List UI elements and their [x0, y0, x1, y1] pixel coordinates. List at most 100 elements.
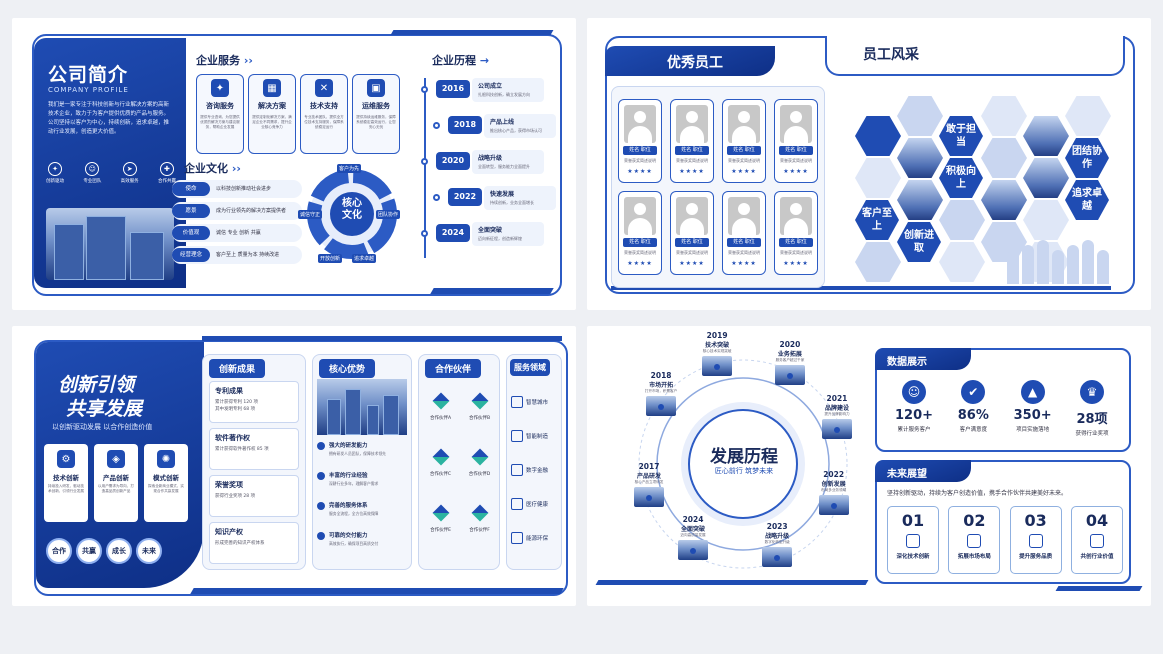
- achievement-line: 其中发明专利 68 项: [215, 407, 256, 412]
- employee-stars: ★★★★: [679, 260, 705, 267]
- stat-item: ♛28项获得行业奖项: [1065, 380, 1119, 437]
- employee-desc: 荣誉获奖简述说明: [728, 250, 760, 255]
- advantage-item: 丰富的行业经验深耕行业多年，理解客户需求: [317, 471, 409, 501]
- service-desc: 专业技术团队，提供全方位技术支持服务，保障系统稳定运行: [304, 115, 344, 129]
- stat-label: 客户满意度: [959, 427, 988, 433]
- history-desc: 全面转型，服务能力全面提升: [478, 164, 530, 169]
- achievement-title: 荣誉奖项: [215, 481, 243, 489]
- section-title: 企业服务 ››: [196, 54, 253, 67]
- growth-chart-icon: ▲: [1020, 380, 1045, 404]
- section-title: 数据展示: [875, 348, 971, 370]
- stat-label: 累计服务客户: [897, 427, 931, 433]
- employee-card: 姓名 职位荣誉获奖简述说明★★★★: [774, 191, 818, 275]
- chart-board-icon: [1028, 534, 1043, 548]
- innovation-card-label: 产品创新: [103, 474, 129, 482]
- history-card: 战略升级全面转型，服务能力全面提升: [472, 150, 544, 174]
- achievement-title: 软件著作权: [215, 434, 250, 442]
- achievements-list: 专利成果累计获得专利 120 项其中发明专利 68 项软件著作权累计获得软件著作…: [209, 381, 299, 569]
- history-card: 全面突破迈向新征程，创造新辉煌: [472, 222, 544, 246]
- building-photo: [46, 208, 174, 280]
- employee-photo-placeholder: [780, 105, 812, 143]
- advantage-title: 强大的研发能力: [329, 443, 368, 449]
- frame: [32, 34, 562, 296]
- domain-label: 智慧城市: [526, 400, 549, 406]
- employee-photo-placeholder: [624, 197, 656, 235]
- history-desc: 持续创新，业务全面增长: [490, 200, 534, 205]
- service-label: 运维服务: [362, 102, 390, 110]
- board-employees: 优秀员工 员工风采 姓名 职位荣誉获奖简述说明★★★★姓名 职位荣誉获奖简述说明…: [587, 18, 1151, 310]
- employee-name: 姓名 职位: [675, 146, 709, 155]
- page-subtitle: COMPANY PROFILE: [48, 86, 129, 94]
- document-icon: [906, 534, 920, 548]
- mini-icon-item: ☺专业团队: [83, 162, 101, 184]
- city-photo: [317, 379, 407, 435]
- partner-diamond-icon: [432, 504, 449, 522]
- page-title: 公司简介: [48, 64, 129, 86]
- milestone-dot: [646, 495, 653, 502]
- employee-stars: ★★★★: [731, 260, 757, 267]
- employee-desc: 荣誉获奖简述说明: [676, 250, 708, 255]
- innovation-card-desc: 探索全新商业模式，实现合作共赢发展: [148, 484, 184, 493]
- network-icon: ✺: [157, 450, 175, 468]
- milestone-desc: 打开市场，积累客户: [644, 388, 678, 393]
- innovation-card-label: 技术创新: [53, 474, 79, 482]
- employee-card: 姓名 职位荣誉获奖简述说明★★★★: [618, 191, 662, 275]
- service-label: 咨询服务: [206, 102, 234, 110]
- milestone-title: 创新发展: [821, 481, 846, 489]
- advantage-title: 丰富的行业经验: [329, 473, 368, 479]
- timeline-dot: [433, 194, 440, 201]
- decor-hex: [981, 222, 1027, 262]
- partner-name: 合作伙伴A: [429, 416, 452, 421]
- decor-hex: [855, 116, 901, 156]
- milestone-desc: 数字化转型升级: [764, 539, 790, 544]
- silhouette: [1082, 240, 1094, 284]
- employee-photo-placeholder: [728, 105, 760, 143]
- headline: 共享发展: [66, 398, 143, 420]
- intro-text: 我们是一家专注于科技创新与行业解决方案的高新技术企业，致力于为客户提供优质的产品…: [48, 102, 170, 135]
- achievement-title: 知识产权: [215, 528, 243, 536]
- bulb-icon: ✦: [48, 162, 62, 176]
- ring-label: 开放创新: [318, 254, 343, 263]
- service-card: ✕技术支持专业技术团队，提供全方位技术支持服务，保障系统稳定运行: [300, 74, 348, 154]
- stat-value: 120+: [894, 408, 934, 423]
- factory-icon: [511, 430, 523, 442]
- culture-text: 以科技创新推动社会进步: [216, 186, 272, 192]
- value-circle: 共赢: [76, 538, 102, 564]
- history-title: 公司成立: [478, 83, 503, 90]
- culture-tag: 愿景: [172, 204, 210, 218]
- domain-item: 智能制造: [511, 419, 561, 453]
- advantage-desc: 高效执行，确保项目高质交付: [329, 541, 379, 546]
- timeline-dot: [421, 158, 428, 165]
- service-label: 解决方案: [258, 102, 286, 110]
- achievement-line: 形成完善的知识产权体系: [215, 541, 265, 546]
- milestone-dot: [774, 554, 781, 561]
- employee-desc: 荣誉获奖简述说明: [780, 250, 812, 255]
- monitor-icon: ▣: [367, 79, 385, 97]
- silhouette: [1067, 245, 1079, 284]
- stats-row: ☺120+累计服务客户✔86%客户满意度▲350+项目实施落地♛28项获得行业奖…: [887, 380, 1119, 437]
- trophy-icon: ♛: [1079, 380, 1104, 404]
- timeline-dot: [421, 230, 428, 237]
- style-hex-wall: 敢于担当积极向上团结协作客户至上追求卓越创新进取: [837, 76, 1117, 286]
- timeline-dot: [433, 122, 440, 129]
- advantage-bullet-icon: [317, 442, 325, 450]
- decor-hex: [939, 242, 985, 282]
- core-center-label: 核心 文化: [342, 198, 362, 221]
- value-hex: 追求卓越: [1065, 180, 1109, 220]
- milestone-desc: 核心技术实现突破: [702, 349, 732, 354]
- history-year: 2024: [436, 224, 470, 242]
- milestone-year: 2018: [650, 370, 672, 380]
- future-label: 深化技术创新: [896, 554, 930, 560]
- photo-hex: [897, 180, 943, 220]
- service-desc: 提供定制化解决方案，满足企业不同需求，提升企业核心竞争力: [252, 115, 292, 129]
- partner-logo: 合作伙伴B: [462, 381, 497, 437]
- future-label: 拓展市场布局: [957, 554, 991, 560]
- value-circle: 未来: [136, 538, 162, 564]
- advantages-list: 强大的研发能力拥有研发人员团队，保障技术领先丰富的行业经验深耕行业多年，理解客户…: [317, 441, 409, 561]
- partner-diamond-icon: [471, 448, 488, 466]
- domain-label: 智能制造: [526, 434, 549, 440]
- achievement-card: 知识产权形成完善的知识产权体系: [209, 522, 299, 564]
- culture-row: 愿景成为行业领先的解决方案提供者: [172, 202, 302, 220]
- consult-icon: ✦: [211, 79, 229, 97]
